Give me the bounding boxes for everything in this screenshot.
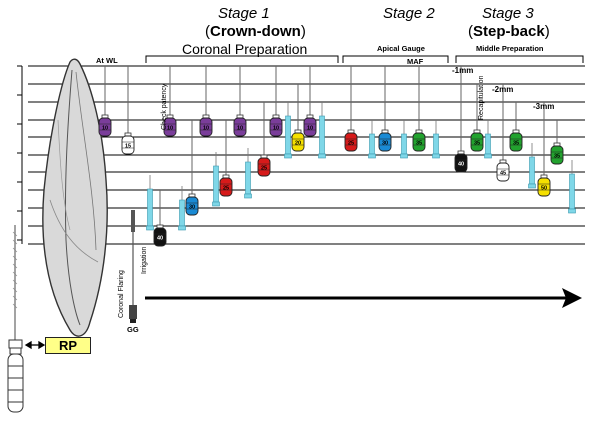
endo-file: 10 (269, 66, 283, 137)
check-patency-label: Check patency (161, 83, 168, 130)
irrigation-syringe (400, 120, 408, 159)
irrigation-syringe (568, 160, 576, 214)
irrigation-syringe (528, 143, 536, 189)
file-size-label: 25 (261, 166, 267, 172)
file-size-label: 15 (125, 144, 131, 150)
file-size-label: 10 (167, 126, 173, 132)
instruments: 10 15 10 30 10 25 10 25 10 20 10 25 30 35 40 35 45 35 50 35… (98, 66, 576, 247)
stage1-title: Stage 1 (218, 5, 270, 22)
file-size-label: 10 (237, 126, 243, 132)
endo-file: 10 (199, 66, 213, 137)
irrigation-syringe (368, 120, 376, 159)
endo-file: 35 (412, 66, 426, 152)
recapitulation-label: Recapitulation (478, 75, 485, 120)
file-size-label: 10 (102, 126, 108, 132)
irrigation-syringe (244, 148, 252, 199)
endo-file: 50 (537, 102, 551, 197)
stage3-subtitle-text: Step-back (473, 23, 545, 40)
stage3-subtitle: (Step-back) (468, 23, 550, 40)
endo-file: 25 (219, 120, 233, 197)
irrigation-label: Irrigation (141, 246, 148, 274)
middle-preparation-label: Middle Preparation (476, 44, 544, 53)
endo-file: 15 (121, 66, 135, 155)
endo-file: 10 (233, 66, 247, 137)
stage1-subtitle: (Crown-down) (205, 23, 306, 40)
endo-file: 40 (153, 190, 167, 247)
endo-file: 40 (454, 66, 468, 173)
endo-file: 35 (550, 120, 564, 165)
apical-gauge-label: Apical Gauge (377, 44, 425, 53)
hand-file (7, 225, 24, 413)
minus-1mm-label: -1mm (452, 66, 474, 75)
tooth (42, 58, 108, 337)
file-size-label: 25 (223, 186, 229, 192)
minus-2mm-label: -2mm (492, 85, 514, 94)
endo-file: 25 (257, 102, 271, 177)
depth-lines (28, 65, 585, 245)
file-size-label: 10 (273, 126, 279, 132)
gg-label: GG (127, 325, 139, 334)
endo-file: 45 (496, 84, 510, 182)
rp-box: RP (45, 337, 91, 354)
stage1-subtitle-text: Crown-down (210, 23, 301, 40)
at-wl-label: At WL (96, 56, 118, 65)
coronal-preparation-label: Coronal Preparation (182, 41, 308, 57)
file-size-label: 35 (474, 141, 480, 147)
maf-label: MAF (407, 57, 424, 66)
endo-file: 30 (185, 120, 199, 216)
file-size-label: 30 (382, 141, 388, 147)
section-brackets (145, 55, 584, 63)
irrigation-syringe (178, 186, 186, 231)
file-size-label: 35 (513, 141, 519, 147)
file-size-label: 10 (307, 126, 313, 132)
endo-file: 35 (470, 84, 484, 152)
stage3-title: Stage 3 (482, 5, 534, 22)
file-size-label: 20 (295, 141, 301, 147)
endo-file: 25 (344, 66, 358, 152)
file-size-label: 25 (348, 141, 354, 147)
endo-file: 10 (98, 66, 112, 137)
progress-arrow (145, 288, 582, 308)
coronal-flaring-label: Coronal Flaring (118, 270, 125, 318)
irrigation-syringe (284, 102, 292, 159)
stage2-title: Stage 2 (383, 5, 435, 22)
irrigation-syringe (484, 120, 492, 159)
file-size-label: 35 (554, 154, 560, 160)
endo-file: 30 (378, 66, 392, 152)
irrigation-syringe (432, 120, 440, 159)
depth-ruler (17, 65, 23, 244)
endo-file: 10 (163, 66, 177, 137)
endo-file: 20 (291, 84, 305, 152)
irrigation-syringe (318, 102, 326, 159)
irrigation-syringe (212, 152, 220, 207)
file-size-label: 30 (189, 205, 195, 211)
file-size-label: 50 (541, 186, 547, 192)
endo-file: 10 (303, 66, 317, 137)
rp-double-arrow (24, 340, 46, 350)
file-size-label: 35 (416, 141, 422, 147)
irrigation-syringe (146, 175, 154, 231)
file-size-label: 10 (203, 126, 209, 132)
file-size-label: 40 (157, 236, 163, 242)
minus-3mm-label: -3mm (533, 102, 555, 111)
endo-file: 35 (509, 102, 523, 152)
file-size-label: 40 (458, 162, 464, 168)
gates-glidden-drill (129, 210, 137, 323)
file-size-label: 45 (500, 171, 506, 177)
